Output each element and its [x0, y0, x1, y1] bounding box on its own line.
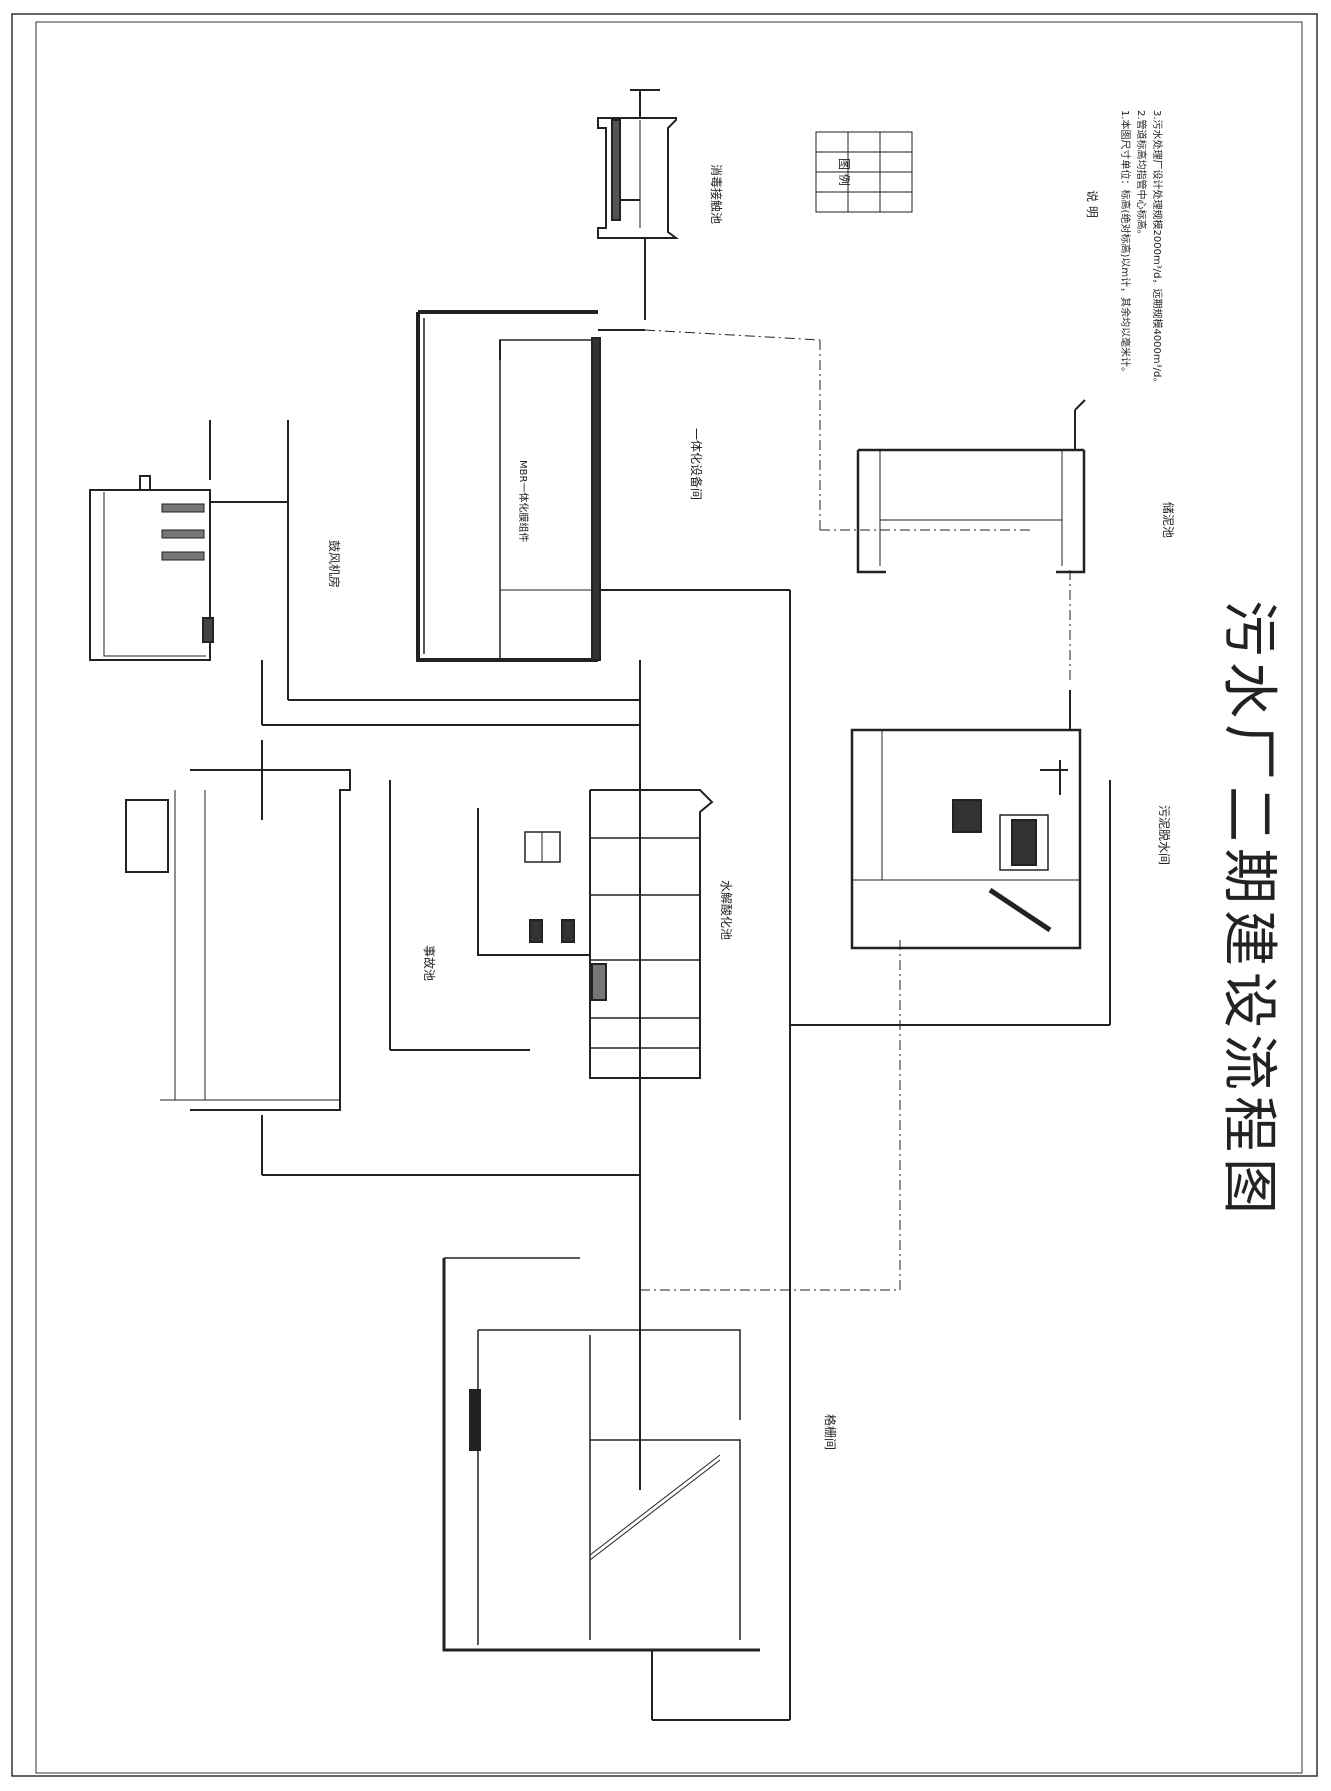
- blower-room-structure: [89, 420, 640, 726]
- note-3: 3.污水处理厂设计处理规模2000m³/d，远期规模4000m³/d。: [1151, 110, 1164, 387]
- sludge-dewatering-structure: [850, 690, 1082, 950]
- outer-border: [11, 13, 1318, 1777]
- disinfection-pool-structure: [597, 89, 679, 320]
- label-mbr-module: MBR一体化膜组件: [517, 460, 530, 542]
- inner-border: [35, 21, 1303, 1774]
- notes-block: 说 明 1.本图尺寸单位：标高(绝对标高)以m计，其余均以毫米计。 2.管道标高…: [1085, 110, 1164, 387]
- label-disinfection-pool: 消毒接触池: [709, 164, 724, 224]
- label-anoxic-tank: 事故池: [422, 945, 437, 981]
- notes-heading: 说 明: [1085, 190, 1100, 218]
- drawing-title: 污水厂二期建设流程图: [1216, 600, 1281, 1220]
- sludge-tank-structure: [856, 399, 1086, 680]
- note-1: 1.本图尺寸单位：标高(绝对标高)以m计，其余均以毫米计。: [1119, 110, 1132, 377]
- label-integrated-equipment-room: 一体化设备间: [689, 428, 703, 500]
- label-inlet-room: 格栅间: [823, 1414, 838, 1450]
- balance-tank-structure: [125, 740, 640, 1176]
- label-sludge-tank: 储泥池: [1161, 502, 1176, 538]
- label-sludge-dewatering-room: 污泥脱水间: [1157, 805, 1172, 865]
- mbr-building-structure: [416, 310, 1030, 662]
- legend-table: [815, 131, 913, 213]
- label-equalization-tank: 水解酸化池: [719, 880, 734, 940]
- inlet-room-structure: [442, 589, 1111, 1721]
- hydrolysis-tank-structure: [477, 660, 714, 1490]
- label-blower-room: 鼓风机房: [327, 540, 342, 588]
- note-2: 2.管道标高均指管中心标高。: [1135, 110, 1148, 240]
